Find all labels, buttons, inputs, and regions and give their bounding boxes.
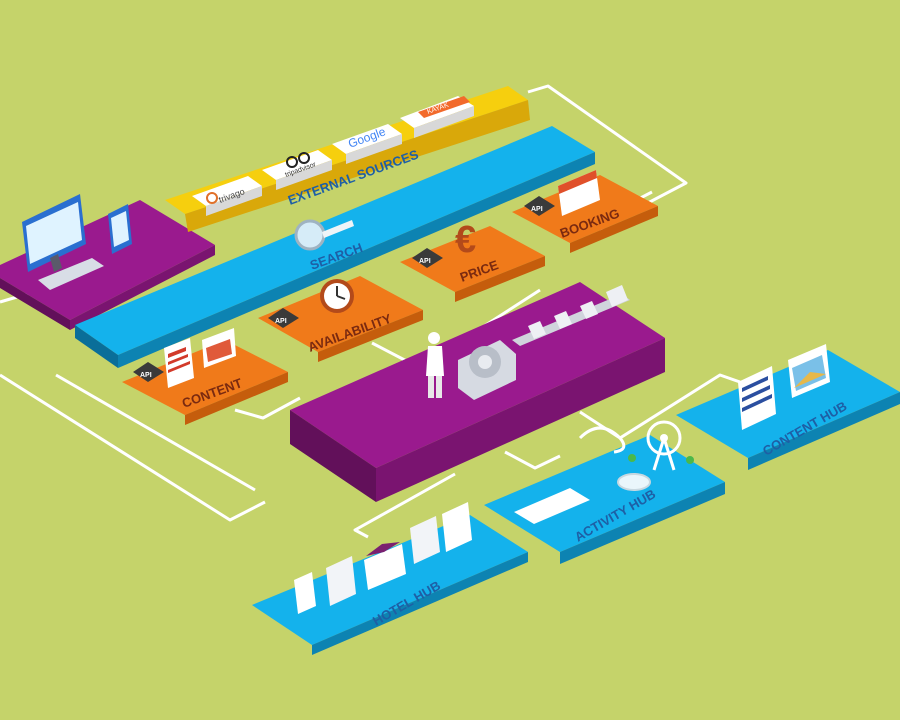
api-badge-text-booking: API — [531, 206, 543, 213]
buildings-icon — [294, 502, 472, 614]
hub-activity[interactable]: ACTIVITY HUB — [484, 420, 725, 564]
external-sources-band: EXTERNAL SOURCES trivago tripadvisor Goo… — [165, 86, 530, 232]
search-band: SEARCH — [75, 126, 595, 368]
kayak-logo — [418, 96, 470, 118]
tablet-icon — [108, 204, 132, 254]
euro-icon: € — [455, 219, 476, 261]
hub-hotel[interactable]: HOTEL HUB — [252, 502, 528, 655]
client-devices-plate — [0, 194, 215, 330]
operator-figure-icon — [426, 332, 444, 398]
hub-content[interactable]: CONTENT HUB — [676, 344, 900, 470]
magnifier-icon — [294, 219, 354, 251]
owl-eyes-logo — [286, 152, 310, 168]
engine-platform — [290, 282, 665, 502]
service-tile-content[interactable]: API CONTENT — [122, 328, 288, 425]
api-badge-text-content: API — [140, 372, 152, 379]
logo-tile-trivago[interactable]: trivago — [192, 176, 262, 216]
api-badge-text-availability: API — [275, 318, 287, 325]
service-tile-price[interactable]: API € PRICE — [400, 219, 545, 302]
api-badge-price: API — [412, 248, 443, 268]
gear-icon — [458, 340, 516, 400]
ferris-wheel-icon — [514, 420, 694, 524]
document-image-icon — [164, 328, 236, 388]
hub-content-document-image-icon — [738, 344, 830, 430]
clock-icon — [320, 279, 354, 313]
conveyor-icon — [512, 285, 630, 346]
api-badge-text-price: API — [419, 258, 431, 265]
api-badge-booking: API — [524, 196, 555, 216]
service-tile-booking[interactable]: API BOOKING — [512, 170, 658, 253]
api-badge-content: API — [133, 362, 164, 382]
keyboard-icon — [38, 258, 104, 290]
logo-tile-tripadvisor[interactable]: tripadvisor — [262, 150, 332, 190]
api-badge-availability: API — [268, 308, 299, 328]
calendar-icon — [558, 170, 600, 216]
trivago-logo — [206, 192, 218, 204]
desktop-monitor-icon — [22, 194, 86, 272]
logo-tile-google[interactable]: Google — [332, 124, 402, 164]
